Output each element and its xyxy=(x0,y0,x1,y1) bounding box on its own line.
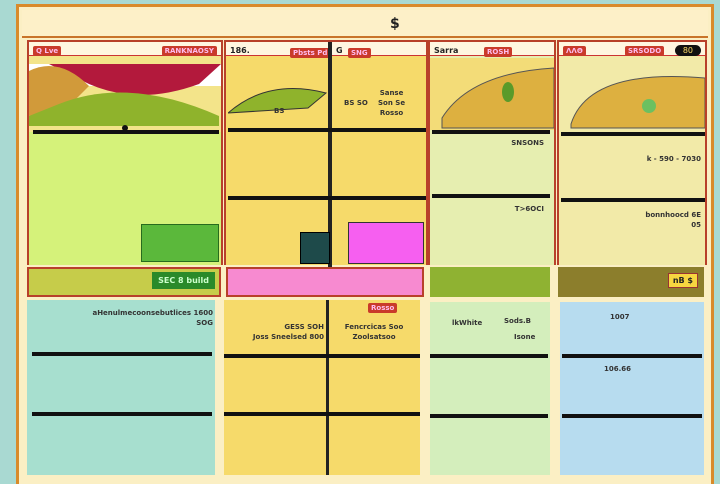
gold-area xyxy=(570,75,705,129)
panel-2-header: 186. Pbsts Pd G SNG xyxy=(226,42,426,58)
divider xyxy=(561,132,705,136)
chart-point[interactable] xyxy=(122,125,128,131)
lower-panel-2: GESS SOH Joss Sneelsed 800 Rosso Fencrcic… xyxy=(224,300,420,475)
lower-panel-4: lkWhite Sods.B Isone xyxy=(430,302,550,475)
band-5-label[interactable]: nB $ xyxy=(667,273,698,288)
column-separator xyxy=(326,300,329,475)
panel-4-value: SNSONS xyxy=(511,139,544,147)
divider xyxy=(562,414,702,418)
orange-area xyxy=(29,66,89,116)
divider xyxy=(432,130,550,134)
divider xyxy=(432,194,550,198)
panel-4-left-label[interactable]: Sarra xyxy=(434,46,459,55)
lower-panel-5: 1007 106.66 xyxy=(560,302,704,475)
band-1-label[interactable]: SEC 8 build xyxy=(152,272,215,289)
panel-5-right-label[interactable]: SRSODO xyxy=(625,46,665,56)
panel-5-badge[interactable]: 80 xyxy=(674,45,701,56)
area-chart-5 xyxy=(570,75,705,129)
panel-4: Sarra ROSH SNSONS T>6OCI xyxy=(428,40,556,265)
panel-5-value: k - 590 - 7030 xyxy=(646,155,701,163)
marker[interactable] xyxy=(642,99,656,113)
dark-block[interactable] xyxy=(300,232,330,264)
lower-5-line1: 1007 xyxy=(610,313,630,321)
lower-4-line1: lkWhite xyxy=(452,319,483,327)
marker[interactable] xyxy=(502,82,514,102)
panel-5-header: ΛΛΘ SRSODO 80 xyxy=(559,42,705,56)
panel-3-left-label[interactable]: G xyxy=(336,46,343,55)
panel-1: Q Lve RANKNAOSY xyxy=(27,40,223,265)
panel-4-right-label[interactable]: ROSH xyxy=(484,47,513,57)
band-2 xyxy=(226,267,424,297)
lower-2-line2: Joss Sneelsed 800 xyxy=(252,333,324,341)
column-separator xyxy=(328,42,332,267)
lower-4-line3: Isone xyxy=(514,333,536,341)
panel-4-value-2: T>6OCI xyxy=(514,205,544,213)
panel-1-header: Q Lve RANKNAOSY xyxy=(29,42,221,56)
area-chart-2 xyxy=(228,88,328,114)
panel-4-header: Sarra ROSH xyxy=(430,42,554,57)
panel-2-right-label[interactable]: Pbsts Pd xyxy=(290,48,331,58)
divider xyxy=(32,412,212,416)
lower-3-line1: Fencrcicas Soo xyxy=(344,323,404,331)
chart-2-label: BS xyxy=(274,107,285,115)
lower-2-line1: GESS SOH xyxy=(284,323,324,331)
divider xyxy=(32,352,212,356)
divider xyxy=(430,354,548,358)
panel-2-left-label[interactable]: 186. xyxy=(230,46,250,55)
red-area xyxy=(49,64,221,95)
band-4 xyxy=(430,267,550,297)
divider xyxy=(228,128,426,132)
green-area xyxy=(228,88,328,114)
panel-3-line: Son Se xyxy=(378,99,406,107)
divider xyxy=(33,130,219,134)
panel-1-left-label[interactable]: Q Lve xyxy=(33,46,62,56)
band-5: nB $ xyxy=(558,267,704,297)
lower-3-badge[interactable]: Rosso xyxy=(368,303,398,313)
panel-3-line: Sanse xyxy=(379,89,404,97)
area-chart-1 xyxy=(29,56,221,132)
pink-block[interactable] xyxy=(348,222,424,264)
divider xyxy=(430,414,548,418)
divider xyxy=(224,412,420,416)
chart-3-label: BS SO xyxy=(344,99,368,107)
lower-3-line2: Zoolsatsoo xyxy=(352,333,396,341)
divider xyxy=(562,354,702,358)
panel-3-right-label[interactable]: SNG xyxy=(348,48,371,58)
divider xyxy=(224,354,420,358)
panel-1-right-label[interactable]: RANKNAOSY xyxy=(161,46,217,56)
area-chart-4 xyxy=(430,58,554,130)
panel-5-left-label[interactable]: ΛΛΘ xyxy=(563,46,586,56)
lower-1-line1: aHenulmecoonsebutlices 1600 xyxy=(92,309,213,317)
panel-5: ΛΛΘ SRSODO 80 k - 590 - 7030 bonnhoocd 6… xyxy=(557,40,707,265)
divider xyxy=(228,196,426,200)
panel-2: 186. Pbsts Pd G SNG BS BS SO Sanse Son S… xyxy=(224,40,428,267)
panel-3-line: Rosso xyxy=(379,109,404,117)
divider xyxy=(561,198,705,202)
lower-1-line2: SOG xyxy=(196,319,213,327)
panel-5-value-2: bonnhoocd 6E 05 xyxy=(645,211,701,229)
green-area xyxy=(29,92,219,126)
green-blocks xyxy=(141,224,219,262)
top-bar: $ xyxy=(22,10,708,38)
band-1: SEC 8 build xyxy=(27,267,221,297)
gold-area xyxy=(441,67,554,129)
lower-5-line2: 106.66 xyxy=(604,365,632,373)
lower-4-line2: Sods.B xyxy=(504,317,532,325)
top-title: $ xyxy=(390,16,400,32)
